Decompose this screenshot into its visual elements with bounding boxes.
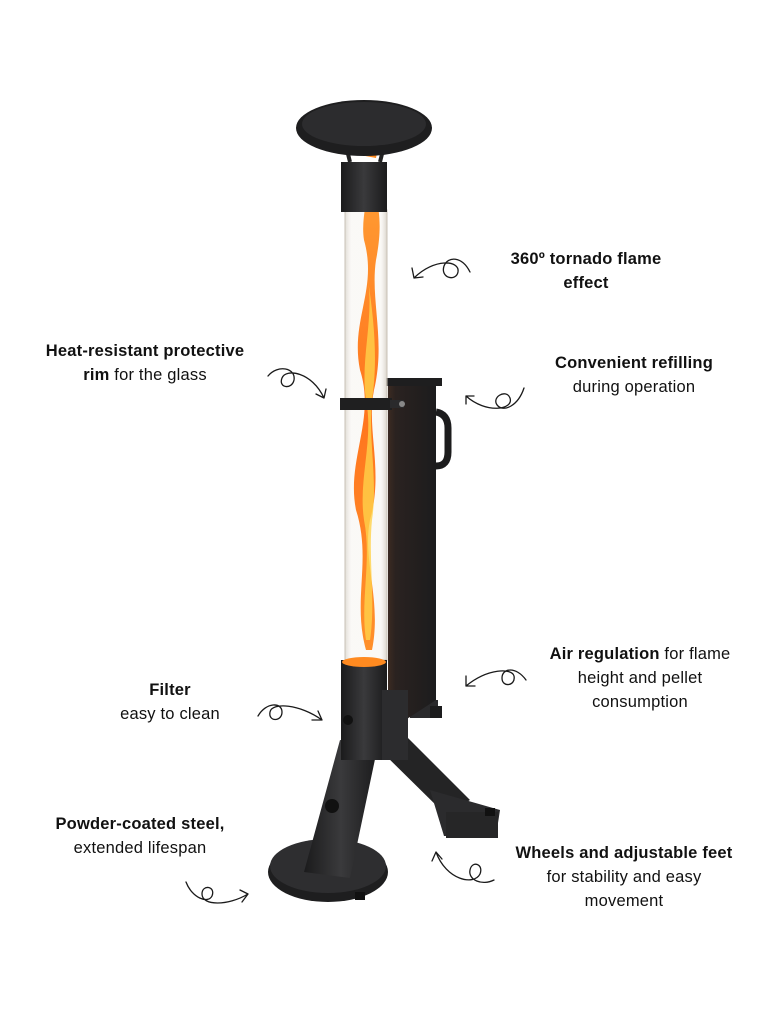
callout-rim-bold: Heat-resistant protective rim [45,342,245,384]
burner-body [341,657,408,760]
callout-steel-bold: Powder-coated steel, [55,815,225,833]
callout-tornado-flame: 360º tornado flame effect [486,247,686,295]
callout-protective-rim: Heat-resistant protective rim for the gl… [45,342,245,384]
curly-arrow-icon [465,387,525,409]
protective-rim [340,398,405,410]
curly-arrow-icon [411,258,471,279]
callout-air-bold: Air regulation [549,645,660,663]
callout-tornado-bold: 360º tornado flame effect [510,250,662,292]
callout-wheels-feet: Wheels and adjustable feet for stability… [515,844,733,910]
callout-filter-bold: Filter [149,681,191,699]
curly-arrow-icon [465,669,527,687]
top-hood [296,100,432,212]
curly-arrow-icon [257,704,323,721]
curly-arrow-icon [267,368,327,399]
callout-air-regulation: Air regulation for flame height and pell… [549,645,731,711]
callout-filter: Filter easy to clean [120,681,220,723]
curly-arrow-icon [431,851,495,884]
callout-wheels-bold: Wheels and adjustable feet [515,844,733,862]
callout-refill-bold: Convenient refilling [554,354,713,372]
front-leg [304,740,378,878]
callout-powder-coated-steel: Powder-coated steel, extended lifespan [55,815,225,857]
hopper-tube [374,378,452,730]
callout-convenient-refilling: Convenient refilling during operation [554,354,713,396]
curly-arrow-icon [185,881,249,904]
